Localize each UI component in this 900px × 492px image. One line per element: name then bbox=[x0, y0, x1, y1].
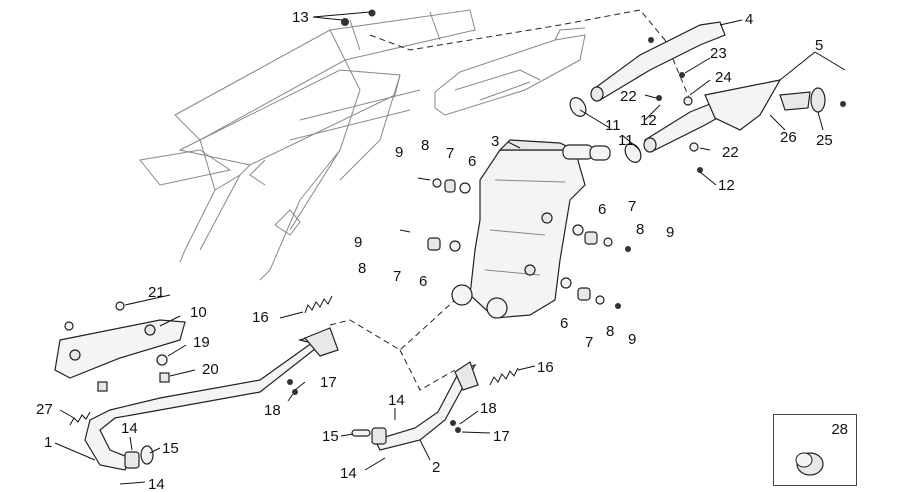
callout-16b: 16 bbox=[537, 359, 554, 376]
callout-4: 4 bbox=[745, 11, 753, 28]
callout-23: 23 bbox=[710, 45, 727, 62]
heat-shield bbox=[54, 319, 186, 379]
callout-14a: 14 bbox=[388, 392, 405, 409]
callout-16a: 16 bbox=[252, 309, 269, 326]
callout-2: 2 bbox=[432, 459, 440, 476]
gaskets bbox=[64, 37, 846, 469]
callout-6c: 6 bbox=[419, 273, 427, 290]
callout-7d: 7 bbox=[585, 334, 593, 351]
callout-15b: 15 bbox=[162, 440, 179, 457]
callout-7b: 7 bbox=[628, 198, 636, 215]
callout-9d: 9 bbox=[628, 331, 636, 348]
rear-tray bbox=[434, 27, 586, 116]
callout-9b: 9 bbox=[666, 224, 674, 241]
callout-11a: 11 bbox=[605, 117, 621, 134]
callout-labels: 13 4 5 23 24 22 12 11 26 25 3 11 22 12 8… bbox=[36, 9, 833, 492]
leader-lines bbox=[54, 11, 846, 485]
callout-14c: 14 bbox=[340, 465, 357, 482]
grommet-icon bbox=[795, 452, 824, 476]
callout-14b: 14 bbox=[121, 420, 138, 437]
callout-28: 28 bbox=[831, 421, 848, 438]
callout-13: 13 bbox=[292, 9, 309, 26]
callout-26: 26 bbox=[780, 129, 797, 146]
callout-22b: 22 bbox=[722, 144, 739, 161]
callout-8c: 8 bbox=[358, 260, 366, 277]
callout-20: 20 bbox=[202, 361, 219, 378]
callout-9c: 9 bbox=[354, 234, 362, 251]
end-can bbox=[704, 79, 826, 131]
callout-7a: 7 bbox=[446, 145, 454, 162]
springs bbox=[69, 295, 519, 426]
callout-18a: 18 bbox=[264, 402, 281, 419]
callout-10: 10 bbox=[190, 304, 207, 321]
callout-18b: 18 bbox=[480, 400, 497, 417]
link-pipe-upper bbox=[590, 21, 726, 102]
callout-5: 5 bbox=[815, 37, 823, 54]
callout-1: 1 bbox=[44, 434, 52, 451]
silencer-body bbox=[451, 139, 611, 319]
callout-24: 24 bbox=[715, 69, 732, 86]
part-28-inset: 28 bbox=[773, 414, 857, 486]
callout-17a: 17 bbox=[320, 374, 337, 391]
callout-22a: 22 bbox=[620, 88, 637, 105]
callout-11b: 11 bbox=[618, 132, 634, 149]
callout-8b: 8 bbox=[636, 221, 644, 238]
header-pipe-1 bbox=[84, 327, 339, 471]
callout-14d: 14 bbox=[148, 476, 165, 492]
callout-12a: 12 bbox=[640, 112, 657, 129]
callout-3: 3 bbox=[491, 133, 499, 150]
callout-9a: 9 bbox=[395, 144, 403, 161]
callout-6a: 6 bbox=[468, 153, 476, 170]
callout-6d: 6 bbox=[560, 315, 568, 332]
callout-19: 19 bbox=[193, 334, 210, 351]
callout-25: 25 bbox=[816, 132, 833, 149]
rear-frame bbox=[139, 9, 476, 281]
callout-6b: 6 bbox=[598, 201, 606, 218]
mount-hardware bbox=[399, 177, 631, 309]
callout-27: 27 bbox=[36, 401, 53, 418]
callout-17b: 17 bbox=[493, 428, 510, 445]
callout-8d: 8 bbox=[606, 323, 614, 340]
callout-15a: 15 bbox=[322, 428, 339, 445]
callout-7c: 7 bbox=[393, 268, 401, 285]
callout-8a: 8 bbox=[421, 137, 429, 154]
callout-21: 21 bbox=[148, 284, 165, 301]
callout-12b: 12 bbox=[718, 177, 735, 194]
